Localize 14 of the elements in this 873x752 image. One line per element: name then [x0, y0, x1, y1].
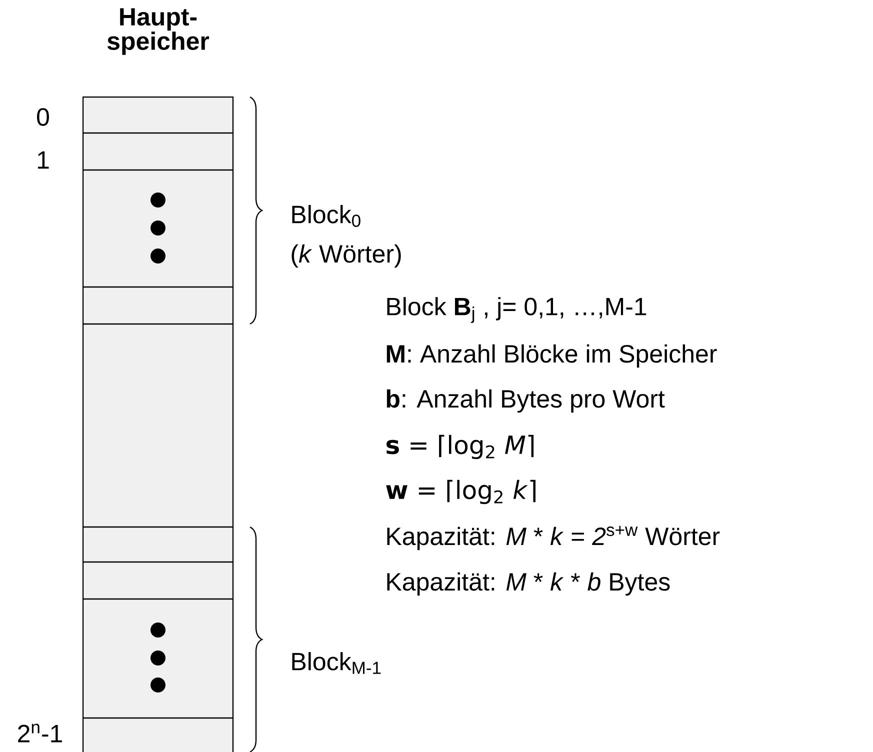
label: (k Wörter) [292, 244, 401, 268]
label: 0 [37, 108, 49, 126]
label: Kapazität: M* k* b Bytes [387, 572, 670, 596]
label: 1 [38, 151, 49, 169]
label: Block$_{0}$ [292, 205, 360, 227]
label: 2$^{n}$-1 [18, 724, 62, 742]
label: s = ⌈log$_{2}$ M⌉ [386, 434, 534, 460]
label: b: Anzahl Bytes pro Wort [386, 389, 665, 413]
label: w = ⌈log$_{2}$ k⌉ [386, 480, 536, 504]
label: M: Anzahl Blöcke im Speicher [386, 344, 717, 368]
label: Kapazität: M* k = 2$^{s+w}$ Wörter [387, 526, 720, 550]
label: Block$_{M-1}$ [292, 652, 381, 674]
title: Haupt- speicher [107, 8, 210, 55]
label: Block B$_{j}$ , j= 0,1, …,M-1 [387, 297, 646, 323]
